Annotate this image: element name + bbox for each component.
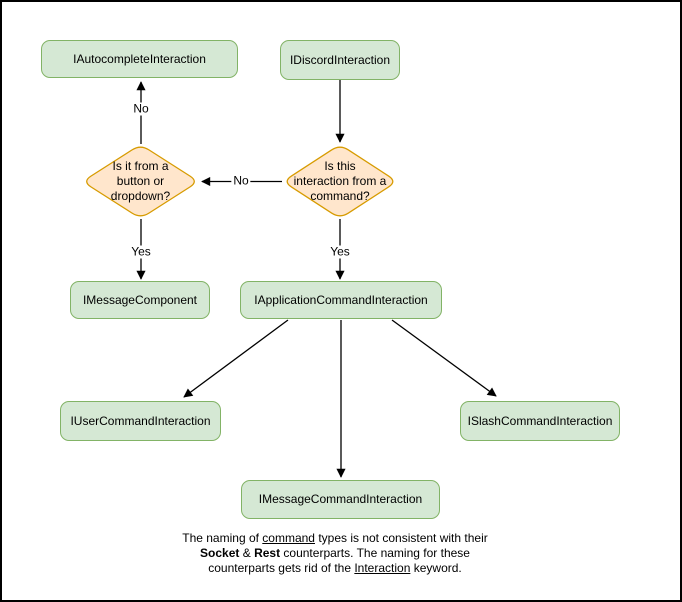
node-iapplicationcommandinteraction: IApplicationCommandInteraction <box>240 281 442 319</box>
caption-segment: command <box>262 531 315 545</box>
caption-line: The naming of command types is not consi… <box>155 531 515 546</box>
caption-line: counterparts gets rid of the Interaction… <box>155 561 515 576</box>
caption-segment: types is not consistent with their <box>314 531 488 545</box>
node-label: IMessageCommandInteraction <box>258 492 423 506</box>
caption-line: Socket & Rest counterparts. The naming f… <box>155 546 515 561</box>
edge-label-decision1-to-imessagecomponent: Yes <box>129 244 153 259</box>
diagram-caption: The naming of command types is not consi… <box>155 531 515 576</box>
caption-segment: Rest <box>254 546 281 560</box>
node-iautocompleteinteraction: IAutocompleteInteraction <box>41 40 238 78</box>
node-iusercommandinteraction: IUserCommandInteraction <box>60 401 221 441</box>
node-imessagecomponent: IMessageComponent <box>70 281 210 319</box>
node-islashcommandinteraction: ISlashCommandInteraction <box>460 401 620 441</box>
decision-label-button-or-dropdown-decision: Is it from a button or dropdown? <box>110 159 171 203</box>
node-label: IMessageComponent <box>82 292 198 307</box>
edge-label-decision2-to-decision1: No <box>231 173 251 188</box>
node-idiscordinteraction: IDiscordInteraction <box>280 40 400 80</box>
node-label: IApplicationCommandInteraction <box>254 292 428 307</box>
caption-segment: keyword. <box>410 561 462 575</box>
node-label: IUserCommandInteraction <box>70 413 211 428</box>
caption-segment: The naming of <box>182 531 263 545</box>
edge-label-decision1-to-iautocompleteinteraction: No <box>131 101 151 116</box>
edge-label-decision2-to-iapplicationcommandinteraction: Yes <box>328 244 352 259</box>
caption-segment: Interaction <box>354 561 411 575</box>
caption-segment: & <box>239 546 255 560</box>
caption-segment: counterparts gets rid of the <box>208 561 355 575</box>
node-label: IAutocompleteInteraction <box>73 51 206 66</box>
node-label: IDiscordInteraction <box>289 52 391 67</box>
node-label: ISlashCommandInteraction <box>467 413 613 428</box>
decision-label-from-command-decision: Is this interaction from a command? <box>293 159 387 203</box>
caption-segment: Socket <box>200 546 240 560</box>
node-imessagecommandinteraction: IMessageCommandInteraction <box>241 480 440 519</box>
caption-segment: counterparts. The naming for these <box>280 546 470 560</box>
